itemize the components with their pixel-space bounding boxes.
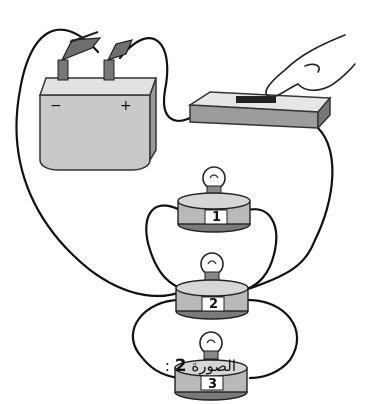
pointing-hand-icon (265, 34, 356, 98)
wire-left-loop (15, 28, 187, 298)
alligator-clip-left (60, 31, 102, 62)
caption-number: 2 (174, 356, 187, 376)
caption-text: الصورة (191, 357, 236, 375)
figure-caption: الصورة 2 : (128, 356, 236, 378)
wire-lamp2-to-lamp3-left (131, 298, 182, 380)
wire-top-to-switch (118, 37, 192, 122)
wire-lamp1-right (243, 208, 278, 292)
battery-plus-sign: + (120, 98, 132, 114)
switch (187, 91, 332, 130)
battery-minus-sign: − (50, 98, 62, 114)
lamp-3: 3 (174, 331, 248, 401)
wires (15, 28, 334, 380)
lamp-1: 1 (177, 166, 251, 233)
caption-colon: : (164, 357, 170, 375)
battery: − + (38, 59, 158, 171)
lamp-2-number: 2 (209, 297, 218, 312)
lamp-2: 2 (175, 252, 249, 320)
wire-lamp2-to-lamp3-right (246, 298, 299, 380)
wire-switch-down (243, 126, 334, 292)
lamp-1-number: 1 (212, 210, 221, 225)
lamp-3-number: 3 (208, 377, 217, 392)
wire-lamp1-left (145, 204, 187, 292)
alligator-clip-right (106, 39, 134, 62)
